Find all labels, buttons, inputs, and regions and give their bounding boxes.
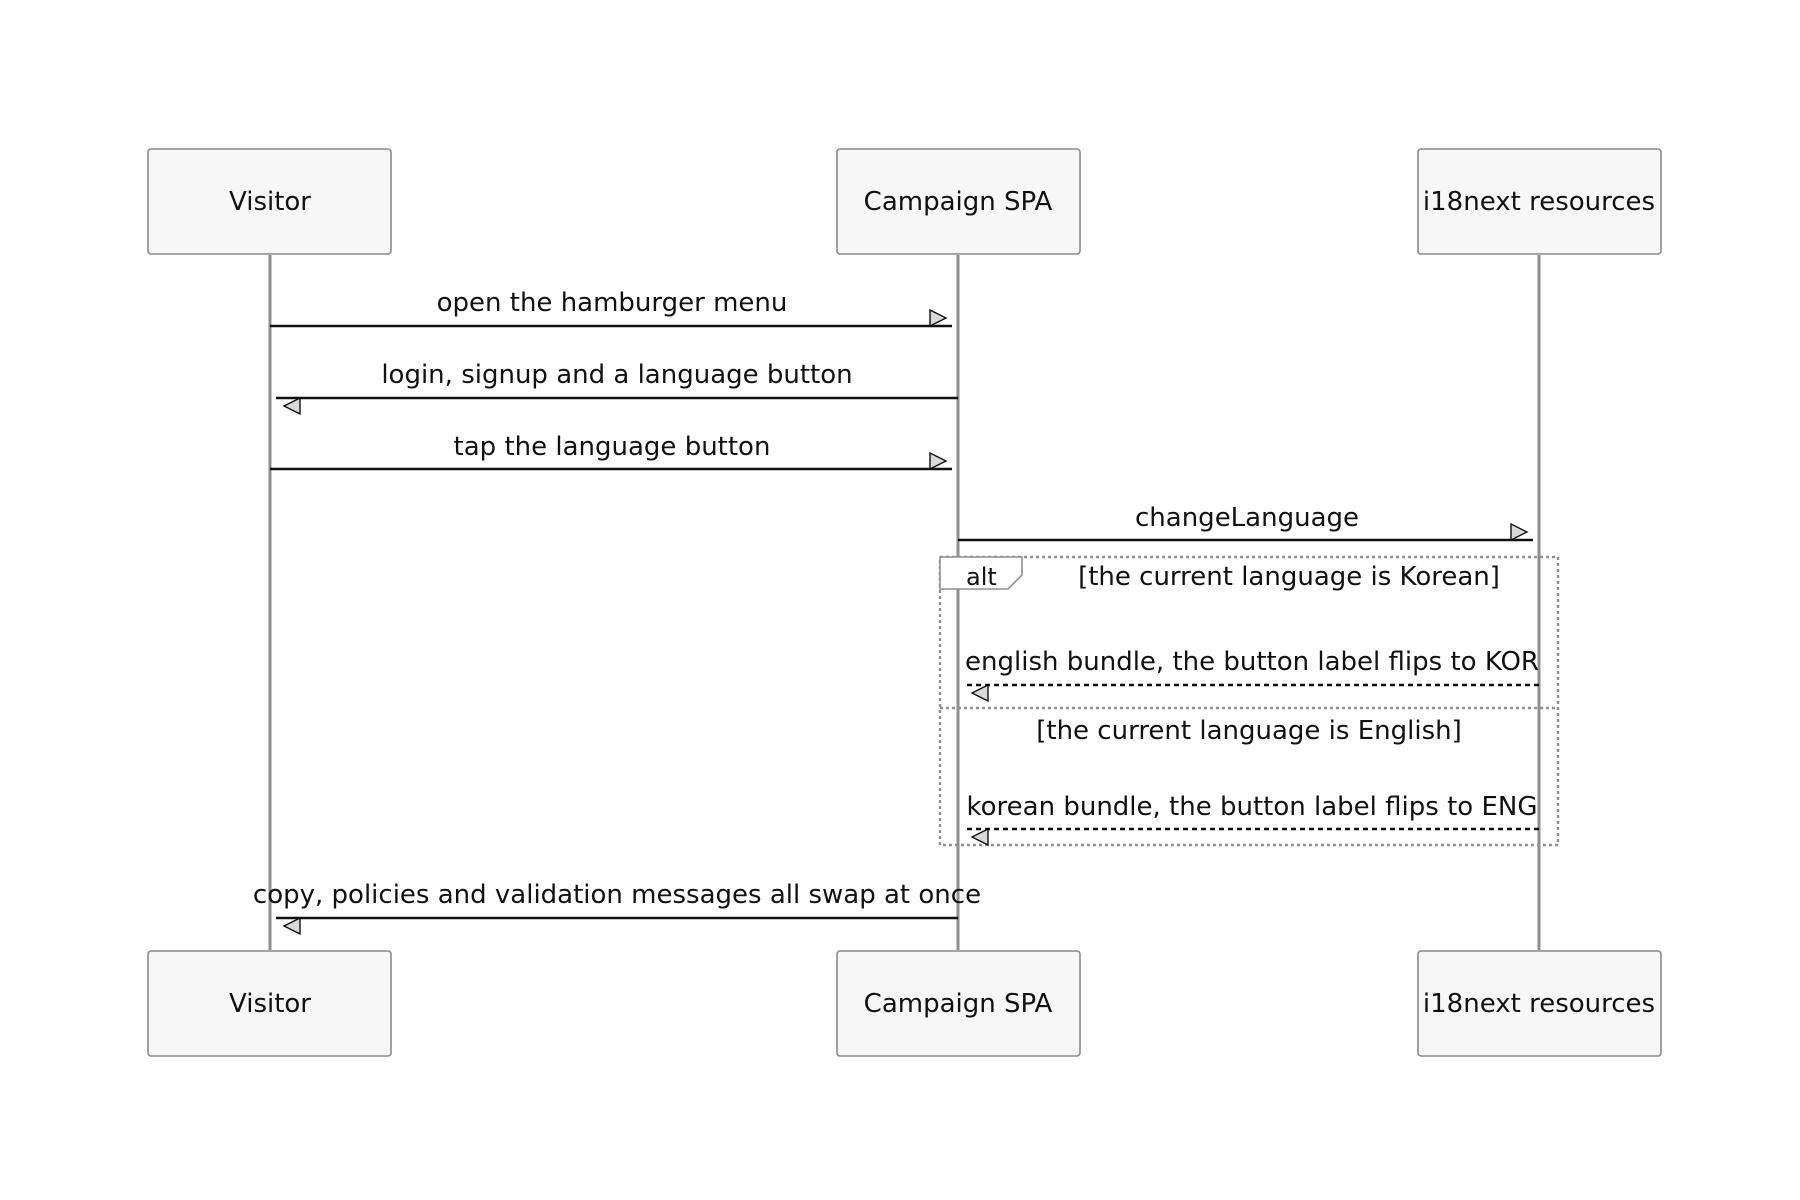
actor-label: Visitor — [229, 187, 311, 217]
message-tap-language: tap the language button — [270, 432, 952, 471]
alt-frame: alt [the current language is Korean] [th… — [938, 555, 1560, 847]
arrowhead-left — [970, 683, 989, 703]
message-label: login, signup and a language button — [381, 360, 852, 390]
message-open-menu: open the hamburger menu — [270, 288, 952, 328]
message-english-bundle: english bundle, the button label flips t… — [964, 647, 1539, 703]
arrowhead-left — [970, 827, 989, 847]
actor-box — [836, 148, 1081, 255]
actor-i18next-resources-top: i18next resources — [1417, 148, 1662, 255]
message-label: changeLanguage — [1135, 503, 1359, 533]
actor-visitor-top: Visitor — [147, 148, 392, 255]
message-label: tap the language button — [454, 432, 771, 462]
actor-label: Campaign SPA — [864, 989, 1053, 1019]
actor-label: i18next resources — [1423, 187, 1655, 217]
message-change-language: changeLanguage — [958, 503, 1533, 542]
alt-keyword: alt — [966, 563, 997, 591]
actor-label: Campaign SPA — [864, 187, 1053, 217]
message-korean-bundle: korean bundle, the button label flips to… — [964, 792, 1539, 847]
actor-campaign-spa-bottom: Campaign SPA — [836, 950, 1081, 1057]
arrowhead-right — [929, 308, 948, 328]
message-menu-contents: login, signup and a language button — [276, 360, 958, 416]
message-label: english bundle, the button label flips t… — [965, 647, 1539, 677]
actor-box — [836, 950, 1081, 1057]
actor-box — [1417, 950, 1662, 1057]
message-label: korean bundle, the button label flips to… — [967, 792, 1538, 822]
actor-i18next-resources-bottom: i18next resources — [1417, 950, 1662, 1057]
alt-condition-english: [the current language is English] — [1036, 716, 1462, 746]
message-label: copy, policies and validation messages a… — [253, 880, 981, 910]
actor-label: i18next resources — [1423, 989, 1655, 1019]
alt-frame-border — [938, 555, 1560, 847]
message-content-swap: copy, policies and validation messages a… — [253, 880, 981, 936]
actor-box — [147, 148, 392, 255]
actor-box — [147, 950, 392, 1057]
actor-campaign-spa-top: Campaign SPA — [836, 148, 1081, 255]
actor-label: Visitor — [229, 989, 311, 1019]
alt-condition-korean: [the current language is Korean] — [1078, 562, 1500, 592]
arrowhead-left — [282, 396, 301, 416]
arrowhead-right — [929, 451, 948, 471]
actor-box — [1417, 148, 1662, 255]
actor-visitor-bottom: Visitor — [147, 950, 392, 1057]
message-label: open the hamburger menu — [437, 288, 788, 318]
alt-frame-tab — [939, 556, 1023, 590]
arrowhead-right — [1510, 522, 1529, 542]
arrowhead-left — [282, 916, 301, 936]
